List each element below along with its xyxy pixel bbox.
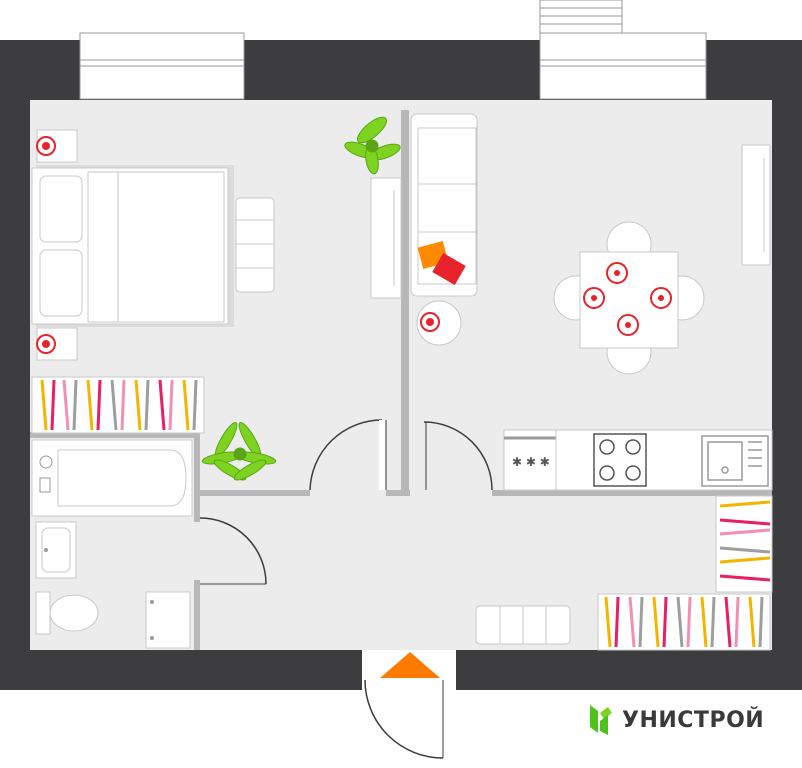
sink-icon: [701, 435, 769, 487]
bookshelf-hall: [597, 593, 771, 651]
bookshelf-kitchen: [715, 495, 773, 593]
washbasin: [35, 521, 77, 579]
double-bed: [31, 165, 234, 327]
window-right: [539, 32, 707, 100]
hall-bench: [475, 605, 571, 645]
svg-text:✱ ✱ ✱: ✱ ✱ ✱: [512, 455, 550, 469]
bathtub: [31, 439, 193, 517]
dining-table: [553, 221, 705, 375]
bookshelf-bedroom: [31, 376, 205, 434]
nightstand-top: [36, 129, 78, 163]
brand-logo: УНИСТРОЙ: [588, 700, 764, 740]
unistroy-logo-icon: [590, 705, 612, 735]
sofa: [410, 113, 478, 297]
stove-icon: [593, 433, 647, 487]
wall-cabinet-right: [741, 144, 771, 266]
doors: [199, 419, 493, 759]
coffee-table: [416, 300, 462, 346]
bedroom-ottoman: [235, 197, 275, 293]
plant-icon-hall: [201, 422, 277, 481]
brand-name: УНИСТРОЙ: [622, 707, 765, 733]
toilet: [35, 591, 99, 635]
balcony-steps: [539, 0, 623, 34]
wall-cabinet-left: [370, 177, 402, 299]
washing-machine: [145, 591, 191, 649]
window-left: [79, 32, 245, 100]
plant-icon-living: [344, 116, 401, 175]
entrance-marker-icon: [380, 652, 440, 678]
interior-walls: [30, 110, 772, 650]
nightstand-bottom: [36, 327, 78, 361]
